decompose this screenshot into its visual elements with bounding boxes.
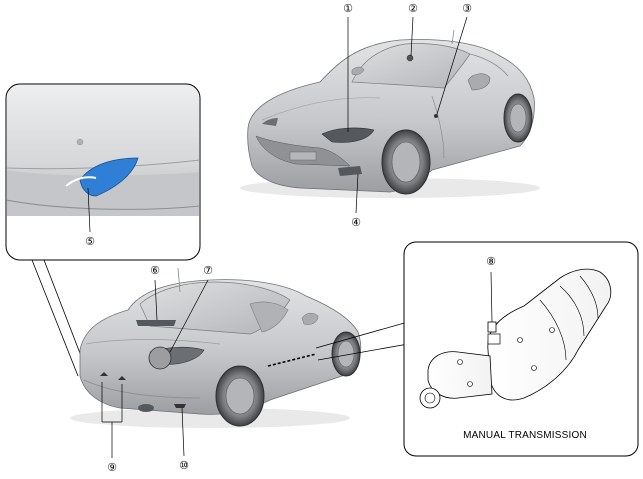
callout-8: ⑧ <box>486 256 496 268</box>
callout-9: ⑨ <box>107 462 117 474</box>
bumper-detail-inset <box>5 83 201 261</box>
callout-7: ⑦ <box>203 265 213 277</box>
transmission-leader-line-top <box>315 321 409 349</box>
neutral-switch-icon <box>487 321 497 333</box>
callout-5: ⑤ <box>85 236 95 248</box>
callout-labels: ① ② ③ ④ ⑤ ⑥ ⑦ ⑧ ⑨ ⑩ <box>85 3 496 474</box>
callout-2: ② <box>408 3 418 15</box>
transmission-leader-line-bottom <box>317 343 409 361</box>
highlighted-sensor-icon <box>79 157 139 197</box>
front-car-illustration <box>240 29 540 198</box>
callout-3: ③ <box>462 3 472 15</box>
callout-10: ⑩ <box>179 460 189 472</box>
callout-6: ⑥ <box>150 265 160 277</box>
callout-1: ① <box>343 3 353 15</box>
transmission-inset: MANUAL TRANSMISSION <box>403 241 639 457</box>
callout-leaders <box>87 16 493 458</box>
rear-car-illustration <box>70 267 362 428</box>
inset-leader-line-left <box>31 259 79 377</box>
callout-4: ④ <box>351 217 361 229</box>
transmission-caption: MANUAL TRANSMISSION <box>463 430 587 441</box>
